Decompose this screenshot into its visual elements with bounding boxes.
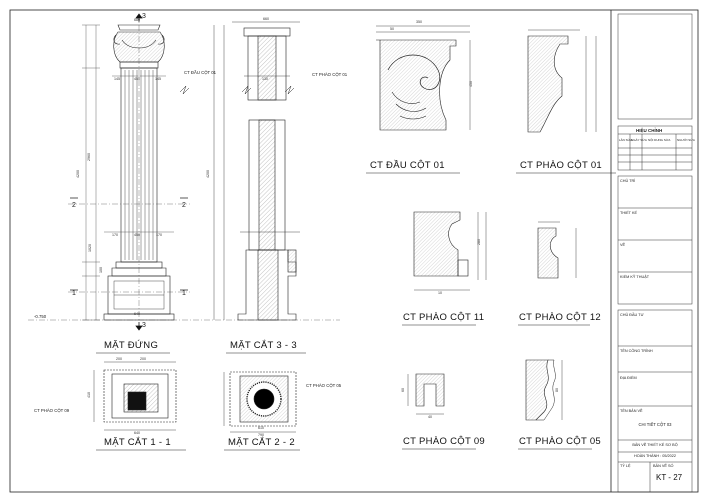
label-ve: VẼ	[620, 243, 626, 247]
rev-col-4: NGƯỜI SỬA	[677, 138, 695, 142]
section-mark-1-left: 1	[72, 290, 76, 297]
callout-phao-cot-01: CT PHÀO CỘT 01	[312, 72, 348, 77]
section-mark-3-top: 3	[142, 13, 146, 20]
detail-phao-cot-01	[527, 29, 597, 133]
rev-col-2: NGÀY SỬA	[631, 138, 647, 142]
section-mark-3-bottom: 3	[142, 322, 146, 329]
detail-phao-cot-05	[525, 359, 563, 421]
title-mat-dung: MẶT ĐỨNG	[104, 340, 159, 351]
section-3-3-drawing	[213, 21, 300, 321]
rev-col-3: NỘI DUNG SỬA	[648, 138, 671, 142]
label-ten-ban-ve: TÊN BẢN VẼ	[620, 409, 643, 413]
dim-640-b: 640	[134, 431, 140, 435]
dim-50: 50	[390, 27, 394, 31]
level-mark: -0.750	[34, 314, 47, 319]
section-mark-2-right: 2	[182, 202, 186, 209]
dim-200-b: 200	[140, 357, 146, 361]
dim-4200-left: 4200	[76, 170, 80, 178]
dim-450-capital: 450	[469, 81, 473, 87]
dim-170-left: 170	[112, 233, 118, 237]
dim-200-a: 200	[116, 357, 122, 361]
label-chu-dau-tu: CHỦ ĐẦU TƯ	[620, 313, 644, 317]
section-2-2-drawing	[223, 371, 297, 433]
label-ten-cong-trinh: TÊN CÔNG TRÌNH	[620, 349, 653, 353]
label-ban-ve-so: BẢN VẼ SỐ	[653, 464, 674, 468]
label-dia-diem: ĐỊA ĐIỂM	[620, 376, 637, 380]
label-kiem-kt: KIỂM KỸ THUẬT	[620, 275, 650, 279]
dim-170-right: 170	[156, 233, 162, 237]
label-thiet-ke: THIẾT KẾ	[620, 211, 638, 215]
callout-dau-cot: CT ĐẦU CỘT 01	[184, 70, 217, 75]
callout-phao-cot-05: CT PHÀO CỘT 05	[306, 383, 342, 388]
sheet-number: KT - 27	[656, 473, 683, 482]
value-stage: BẢN VẼ THIẾT KẾ SƠ BỘ	[632, 443, 678, 447]
title-ct-phao-cot-12: CT PHÀO CỘT 12	[519, 312, 601, 323]
title-ct-phao-cot-01: CT PHÀO CỘT 01	[520, 160, 602, 171]
dim-350: 350	[416, 20, 422, 24]
dim-60: 60	[401, 388, 405, 392]
dim-790: 790	[258, 433, 264, 437]
dim-610: 610	[258, 426, 264, 430]
title-ct-dau-cot-01: CT ĐẦU CỘT 01	[370, 160, 445, 171]
label-chu-tri: CHỦ TRÌ	[620, 179, 636, 183]
dim-130: 130	[262, 77, 268, 81]
dim-280: 280	[477, 239, 481, 245]
dim-top-width: 680	[134, 18, 140, 22]
dim-80: 80	[555, 388, 559, 392]
section-markers	[70, 13, 188, 331]
detail-phao-cot-09	[407, 373, 445, 415]
detail-dau-cot-01	[376, 25, 471, 131]
elevation-drawing	[28, 14, 340, 328]
dim-100: 100	[99, 267, 103, 273]
title-mat-cat-2-2: MẶT CẮT 2 - 2	[228, 437, 295, 448]
dim-410: 410	[87, 392, 91, 398]
value-completed: HOÀN THÀNH : 05/2022	[634, 454, 676, 458]
label-ty-le: TỶ LỆ	[620, 464, 631, 468]
revision-header: HIỆU CHỈNH	[636, 128, 663, 133]
dim-1020: 1020	[88, 244, 92, 252]
value-ten-ban-ve: CHI TIẾT CỘT 03	[638, 422, 672, 427]
dim-40: 40	[428, 415, 432, 419]
dim-145-left: 145	[114, 77, 120, 81]
title-block	[617, 13, 693, 493]
title-ct-phao-cot-09: CT PHÀO CỘT 09	[403, 436, 485, 447]
detail-phao-cot-11	[413, 211, 487, 291]
rev-col-1: LẦN SỬA	[619, 138, 633, 142]
detail-phao-cot-12	[537, 221, 577, 279]
title-ct-phao-cot-05: CT PHÀO CỘT 05	[519, 436, 601, 447]
title-mat-cat-1-1: MẶT CẮT 1 - 1	[104, 437, 171, 448]
dim-10: 10	[438, 291, 442, 295]
dim-450: 450	[134, 77, 140, 81]
title-ct-phao-cot-11: CT PHÀO CỘT 11	[403, 312, 485, 323]
callout-phao-cot-09: CT PHÀO CỘT 09	[34, 408, 70, 413]
section-mark-2-left: 2	[72, 202, 76, 209]
dim-640: 640	[134, 312, 140, 316]
dim-450-base: 450	[134, 233, 140, 237]
dim-4200-right: 4200	[206, 170, 210, 178]
section-mark-1-right: 1	[182, 290, 186, 297]
section-1-1-drawing	[93, 361, 177, 431]
dim-width-33: 660	[263, 17, 269, 21]
dim-145-right: 145	[155, 77, 161, 81]
title-mat-cat-3-3: MẶT CẮT 3 - 3	[230, 340, 297, 351]
dim-2960: 2960	[87, 153, 91, 161]
